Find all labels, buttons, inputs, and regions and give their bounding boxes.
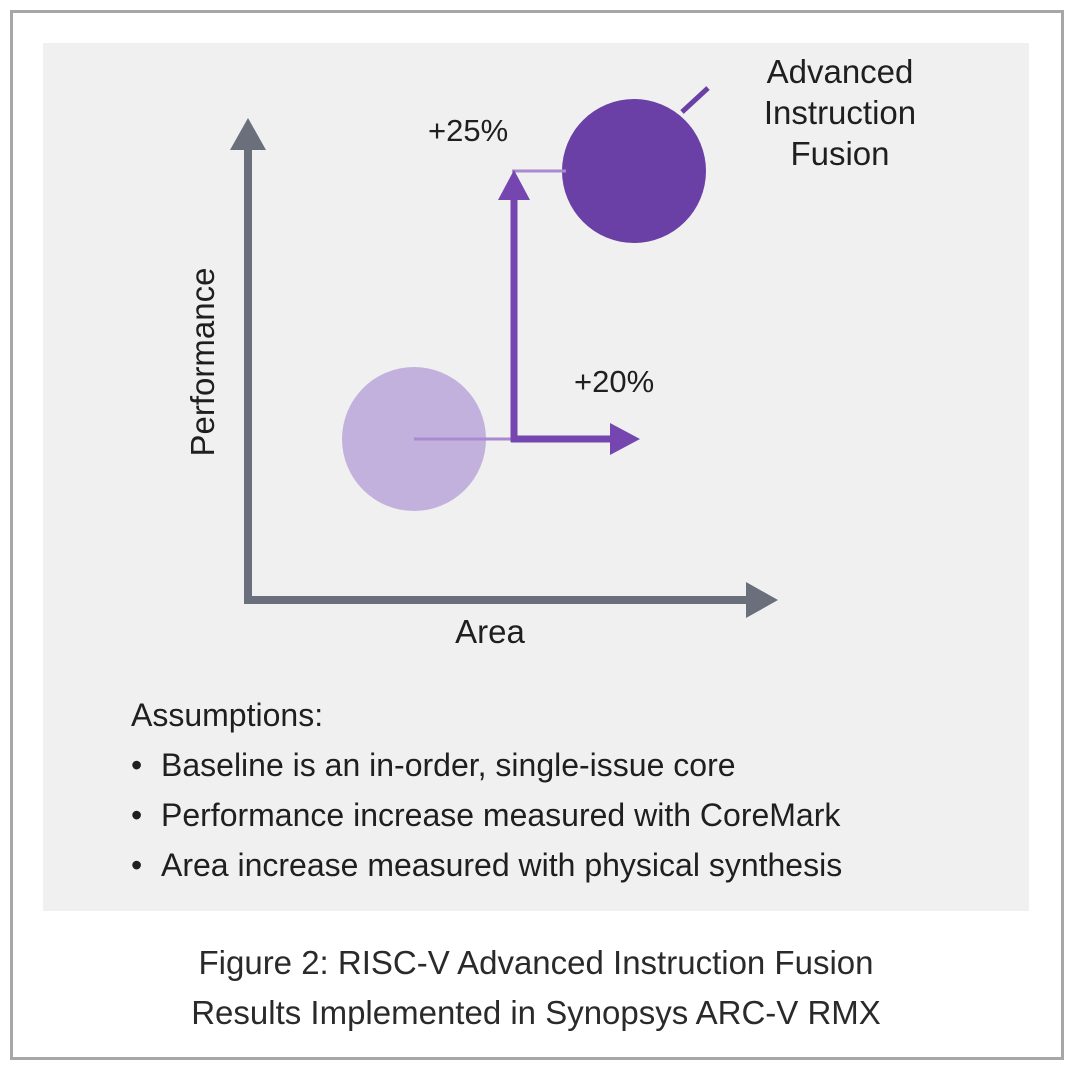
callout-leader-line — [680, 86, 710, 114]
bullet-glyph: • — [131, 747, 143, 783]
area-gain-arrowhead — [610, 423, 640, 455]
bullet-glyph: • — [131, 847, 143, 883]
assumption-item: • Baseline is an in-order, single-issue … — [131, 740, 1011, 790]
area-gain-label: +20% — [574, 364, 654, 399]
performance-gain-label: +25% — [428, 113, 508, 148]
fusion-core-circle — [562, 99, 706, 243]
figure-caption: Figure 2: RISC-V Advanced Instruction Fu… — [43, 938, 1029, 1038]
assumption-item: • Area increase measured with physical s… — [131, 840, 1011, 890]
y-axis-arrowhead — [230, 118, 266, 150]
y-axis-label: Performance — [184, 268, 221, 457]
callout-label-line-3: Fusion — [790, 135, 889, 172]
figure-panel — [43, 43, 1029, 911]
assumptions-list: • Baseline is an in-order, single-issue … — [131, 740, 1011, 890]
x-axis-label: Area — [455, 613, 525, 650]
assumptions-heading: Assumptions: — [131, 697, 324, 733]
callout-label-line-1: Advanced — [767, 53, 914, 90]
caption-line-2: Results Implemented in Synopsys ARC-V RM… — [191, 994, 881, 1031]
bullet-glyph: • — [131, 797, 143, 833]
callout-label-line-2: Instruction — [764, 94, 916, 131]
assumption-item: • Performance increase measured with Cor… — [131, 790, 1011, 840]
assumptions-block: Assumptions: • Baseline is an in-order, … — [131, 690, 1011, 890]
performance-gain-arrowhead — [498, 170, 530, 200]
assumption-text: Area increase measured with physical syn… — [161, 847, 843, 883]
x-axis-arrowhead — [746, 582, 778, 618]
assumption-text: Performance increase measured with CoreM… — [161, 797, 841, 833]
assumption-text: Baseline is an in-order, single-issue co… — [161, 747, 736, 783]
caption-line-1: Figure 2: RISC-V Advanced Instruction Fu… — [198, 944, 874, 981]
